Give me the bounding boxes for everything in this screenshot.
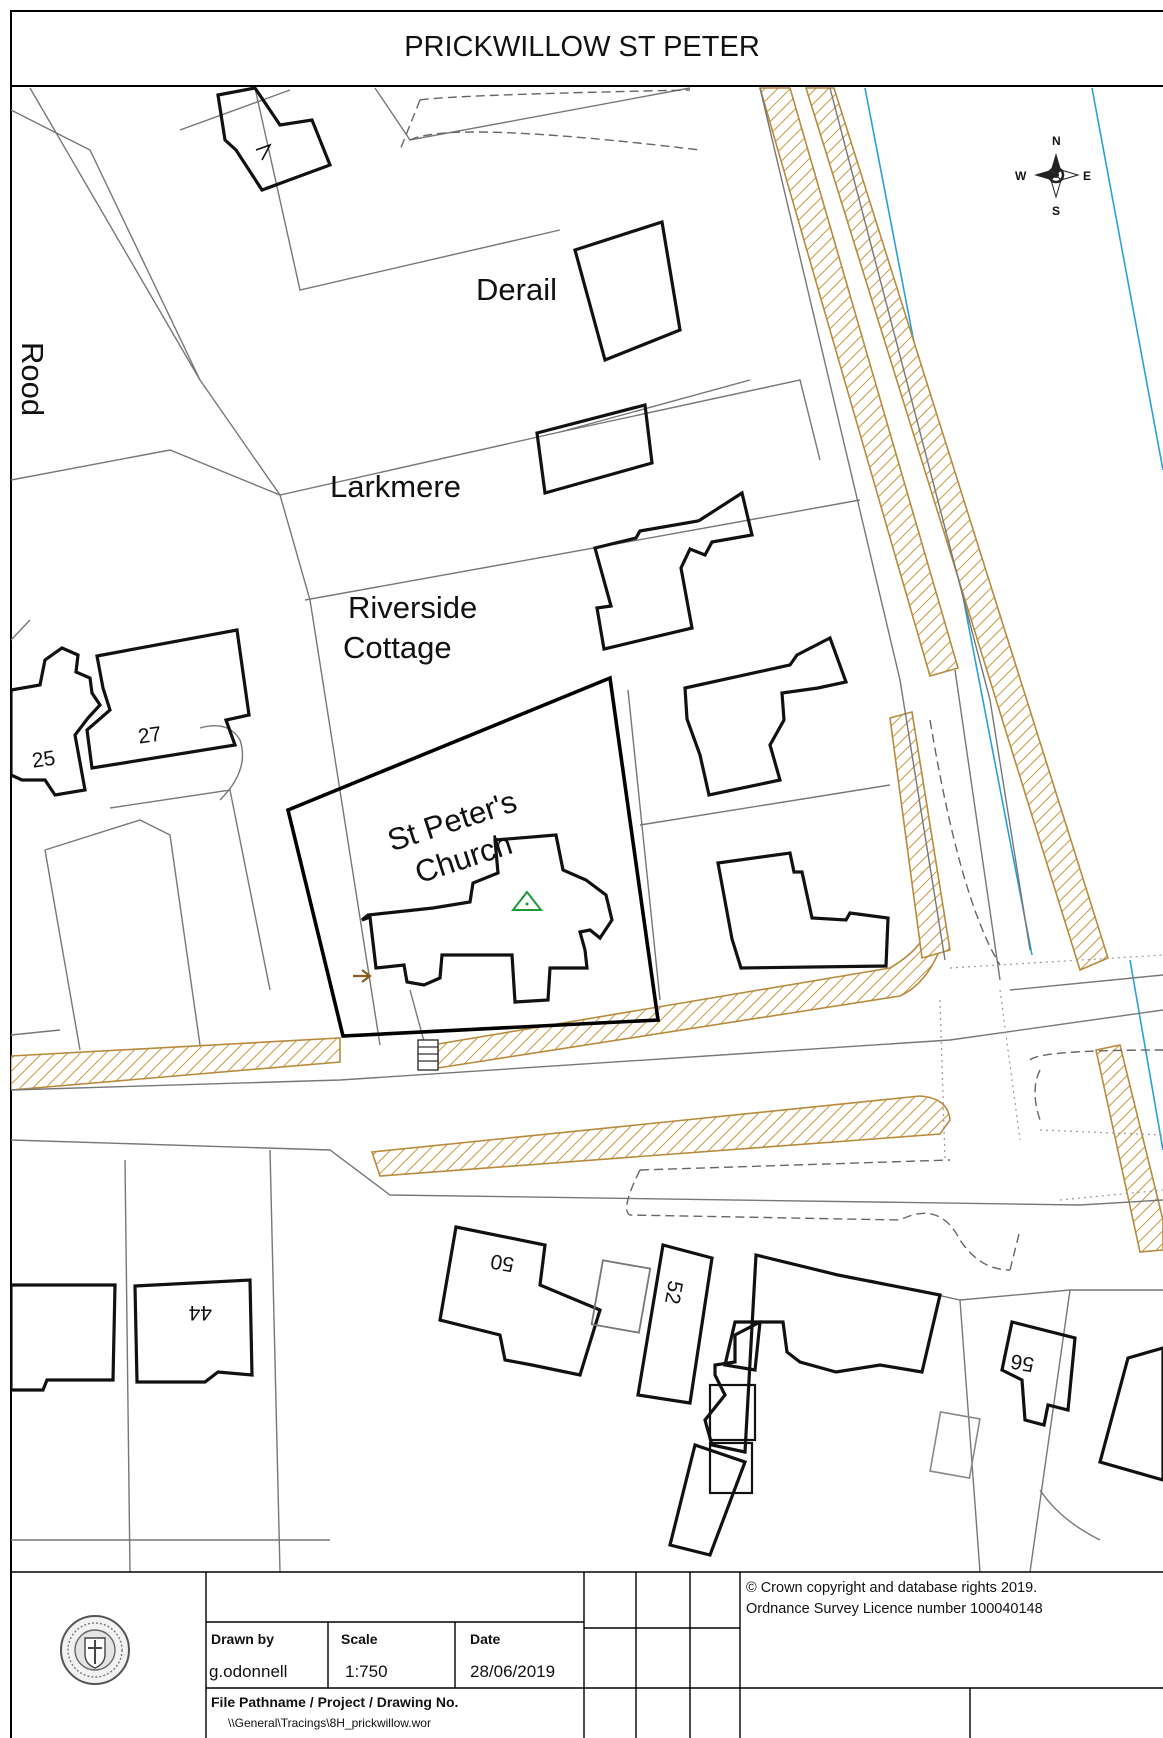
building-44 xyxy=(133,1278,254,1384)
house-number-50: 50 xyxy=(489,1249,516,1276)
junction-dots xyxy=(939,954,1163,1201)
copyright-line-2: Ordnance Survey Licence number 100040148 xyxy=(746,1601,1043,1617)
road-edges xyxy=(399,89,1163,1271)
building-east-edge xyxy=(1098,1346,1163,1482)
building-50 xyxy=(438,1225,602,1377)
label-derail: Derail xyxy=(476,272,557,307)
buildings xyxy=(11,87,1163,1557)
building-south xyxy=(668,1442,748,1557)
church-boundary xyxy=(285,675,661,1038)
house-number-25: 25 xyxy=(30,747,56,773)
scale-label: Scale xyxy=(341,1631,378,1647)
verge-corner xyxy=(889,710,951,960)
building-54-wing xyxy=(723,1320,762,1372)
plot-boundaries xyxy=(11,87,1163,1572)
building-east-2 xyxy=(716,851,890,970)
date-value: 28/06/2019 xyxy=(470,1662,555,1681)
outhouse xyxy=(708,1383,757,1442)
church-building xyxy=(360,833,614,1004)
compass-e: E xyxy=(1083,169,1091,183)
label-riverside: Riverside xyxy=(348,590,477,625)
house-number-27: 27 xyxy=(137,723,163,749)
label-road-partial: Rood xyxy=(15,342,50,416)
verge-south-road xyxy=(370,1095,951,1177)
building-52 xyxy=(636,1243,714,1405)
building-56 xyxy=(1000,1320,1077,1427)
compass-s: S xyxy=(1052,204,1060,218)
building-54 xyxy=(703,1252,942,1454)
building-27 xyxy=(85,628,251,770)
scale-value: 1:750 xyxy=(345,1662,388,1681)
shed-east xyxy=(929,1411,981,1479)
copyright-line-1: © Crown copyright and database rights 20… xyxy=(746,1580,1037,1596)
map-title: PRICKWILLOW ST PETER xyxy=(404,31,760,63)
map-area: Derail Larkmere Riverside Cottage St Pet… xyxy=(11,87,1163,1572)
verge-north-road xyxy=(11,1037,341,1091)
garage xyxy=(708,1441,754,1495)
house-number-56: 56 xyxy=(1009,1349,1036,1376)
church-marker-icon xyxy=(510,890,544,911)
verge-east xyxy=(1095,1044,1163,1253)
label-larkmere: Larkmere xyxy=(330,469,461,504)
building-derail xyxy=(573,219,682,363)
title-block: © Crown copyright and database rights 20… xyxy=(11,1571,1163,1738)
building-nw xyxy=(216,87,333,192)
building-east-1 xyxy=(683,635,849,797)
compass-icon: N E S W xyxy=(1015,134,1091,218)
house-number-44: 44 xyxy=(188,1301,212,1324)
drawn-by-value: g.odonnell xyxy=(209,1662,287,1681)
map-frame xyxy=(10,10,1163,1738)
building-larkmere xyxy=(535,402,654,496)
church-site xyxy=(285,675,661,1071)
river-bank-east xyxy=(758,87,959,677)
building-west-edge xyxy=(11,1283,117,1392)
date-label: Date xyxy=(470,1631,501,1647)
river-bank-west xyxy=(804,87,1109,972)
building-25 xyxy=(11,646,103,797)
file-path-value: \\General\Tracings\8H_prickwillow.wor xyxy=(228,1716,431,1730)
shed-50 xyxy=(590,1259,652,1334)
label-cottage: Cottage xyxy=(343,630,452,665)
hatched-verges xyxy=(11,87,1163,1253)
house-number-52: 52 xyxy=(660,1279,687,1306)
file-path-label: File Pathname / Project / Drawing No. xyxy=(211,1694,458,1710)
compass-n: N xyxy=(1052,134,1061,148)
drawn-by-label: Drawn by xyxy=(211,1631,274,1647)
council-seal-logo xyxy=(60,1615,130,1685)
building-riverside xyxy=(593,490,754,651)
steps xyxy=(417,1039,439,1071)
entrance-arrow-icon xyxy=(353,969,372,983)
compass-w: W xyxy=(1015,169,1027,183)
